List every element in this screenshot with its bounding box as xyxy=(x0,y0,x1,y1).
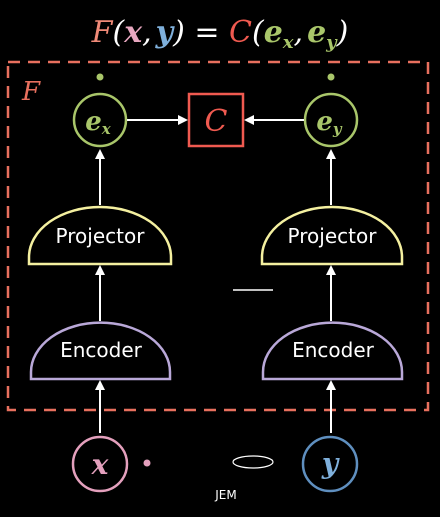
embedding-dot-right xyxy=(327,73,335,81)
embedding-right-base: e xyxy=(316,107,333,137)
embedding-left-label: ex xyxy=(85,107,112,138)
equation-open-paren: ( xyxy=(112,15,125,50)
equation-comma: , xyxy=(142,15,152,50)
input-x-circle xyxy=(71,435,129,493)
input-y-label: y xyxy=(321,447,340,480)
embedding-right-sub: y xyxy=(332,120,343,138)
frame-label: F xyxy=(21,77,41,107)
projector-right-shape xyxy=(260,205,404,266)
caption: JEM xyxy=(214,488,236,502)
cost-label: C xyxy=(205,104,228,139)
equation-e-x: e xyxy=(264,15,283,50)
embedding-left: ex xyxy=(72,92,128,148)
projector-left-label: Projector xyxy=(56,224,146,248)
embedding-left-circle xyxy=(72,92,128,148)
equation-close-paren: ) xyxy=(336,15,349,50)
encoder-left-shape xyxy=(29,321,172,381)
input-x-label: x xyxy=(91,448,109,481)
embedding-right-label: ey xyxy=(316,107,343,138)
equation-equals: ) = xyxy=(172,15,229,50)
embedding-right-circle xyxy=(303,92,359,148)
equation-e-y: e xyxy=(307,15,326,50)
input-x-dot xyxy=(143,459,151,467)
equation-comma-2: , xyxy=(294,15,304,50)
encoder-right-label: Encoder xyxy=(292,338,375,362)
equation-open-paren-2: ( xyxy=(252,15,265,50)
equation: F(x,y) = C(ex,ey) xyxy=(91,15,349,53)
equation-x: x xyxy=(123,15,143,50)
embedding-left-base: e xyxy=(85,107,102,137)
embedding-right: ey xyxy=(303,92,359,148)
equation-sub-x: x xyxy=(282,32,294,53)
equation-c: C xyxy=(229,15,252,50)
embedding-dot-left xyxy=(96,73,104,81)
equation-f: F xyxy=(91,15,114,50)
projector-left-shape xyxy=(27,205,173,266)
projector-right-label: Projector xyxy=(288,224,378,248)
ellipse-icon xyxy=(232,455,274,469)
cost-box xyxy=(187,92,245,148)
equation-y: y xyxy=(155,15,176,50)
embedding-left-sub: x xyxy=(101,120,112,138)
f-frame xyxy=(6,60,430,412)
encoder-right-shape xyxy=(261,321,404,381)
equation-sub-y: y xyxy=(325,32,338,53)
input-y-circle xyxy=(301,435,359,493)
encoder-left-label: Encoder xyxy=(60,338,143,362)
